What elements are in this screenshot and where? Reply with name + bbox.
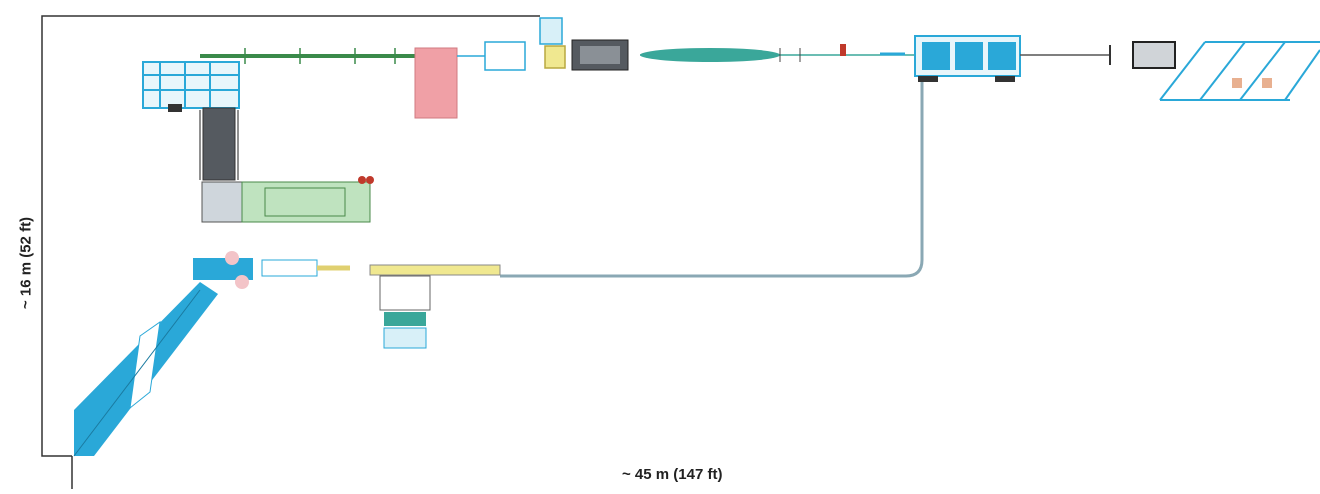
press-unit: [193, 251, 350, 289]
dark-box-window: [580, 46, 620, 64]
green-tank-unit: [201, 176, 374, 223]
transfer-section: [457, 17, 566, 71]
stacking-rack: [142, 61, 240, 112]
main-machine-block: [914, 35, 1111, 82]
vertical-dark-conveyor: [202, 107, 236, 181]
height-dimension-label: ~ 16 m (52 ft): [17, 216, 35, 310]
return-pipe: [500, 82, 924, 278]
end-cabinet: [1132, 41, 1176, 69]
end-rack: [1159, 41, 1320, 101]
infeed-edge: [73, 289, 201, 457]
width-dimension-label: ~ 45 m (147 ft): [622, 466, 723, 483]
frame-outline: [41, 15, 540, 457]
teal-conveyor: [640, 44, 915, 62]
dimension-frame: [41, 15, 540, 489]
upper-conveyor: [200, 48, 415, 64]
vertical-conveyor-rails: [199, 110, 239, 180]
pink-oven-unit: [414, 47, 458, 119]
yellow-conveyor: [369, 264, 501, 349]
inclined-infeed-conveyor: [73, 282, 218, 457]
